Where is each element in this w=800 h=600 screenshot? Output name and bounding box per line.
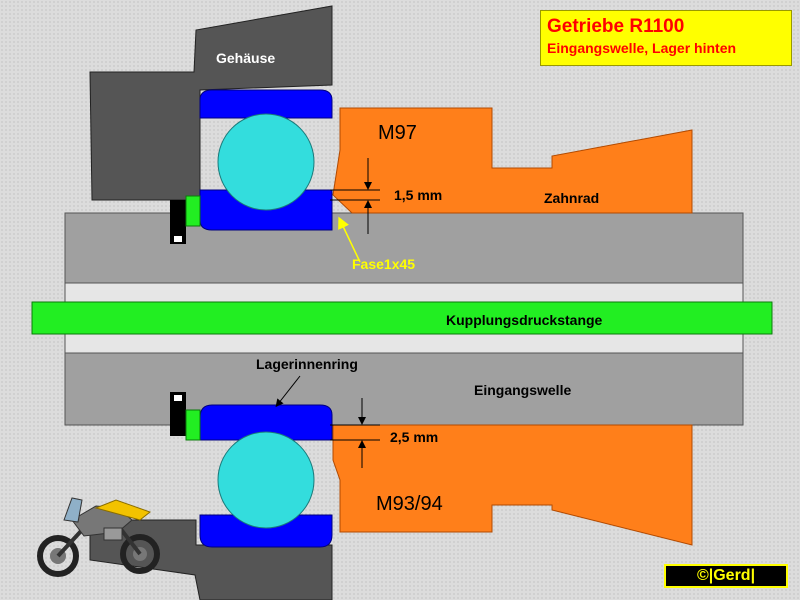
copyright-logo: ©|Gerd| (664, 564, 788, 588)
bearing-ball-top (217, 113, 315, 211)
gear-bottom (332, 424, 693, 546)
label-shaft: Eingangswelle (474, 382, 572, 398)
label-gap-top: 1,5 mm (394, 187, 443, 203)
title-main: Getriebe R1100 (547, 16, 685, 37)
clutch-push-rod (31, 301, 773, 335)
label-gear-top: M97 (378, 122, 417, 144)
label-housing: Gehäuse (216, 50, 276, 66)
chamfer-pointer (338, 216, 361, 263)
label-gap-bottom: 2,5 mm (390, 429, 439, 445)
label-gear: Zahnrad (544, 190, 600, 206)
bearing-outer-ring-top (199, 89, 333, 119)
motorcycle-icon (37, 497, 160, 577)
title-sub: Eingangswelle, Lager hinten (547, 40, 737, 56)
title-box: Getriebe R1100 Eingangswelle, Lager hint… (540, 10, 792, 66)
label-gear-bottom: M93/94 (376, 493, 443, 515)
label-rod: Kupplungsdruckstange (446, 312, 603, 328)
label-chamfer: Fase1x45 (352, 256, 416, 272)
inner-ring-pointer (275, 375, 301, 408)
bearing-outer-ring-bottom (199, 514, 333, 548)
gear-top (332, 107, 693, 214)
circlip-bottom-black (170, 392, 186, 436)
spacer-bottom-green (185, 409, 201, 441)
housing-top (89, 5, 333, 201)
label-inner-ring: Lagerinnenring (256, 356, 358, 372)
circlip-top-white (174, 236, 182, 242)
bearing-ball-bottom (217, 431, 315, 529)
circlip-top-black (170, 200, 186, 244)
circlip-bottom-white (174, 395, 182, 401)
spacer-top-green (185, 195, 201, 227)
